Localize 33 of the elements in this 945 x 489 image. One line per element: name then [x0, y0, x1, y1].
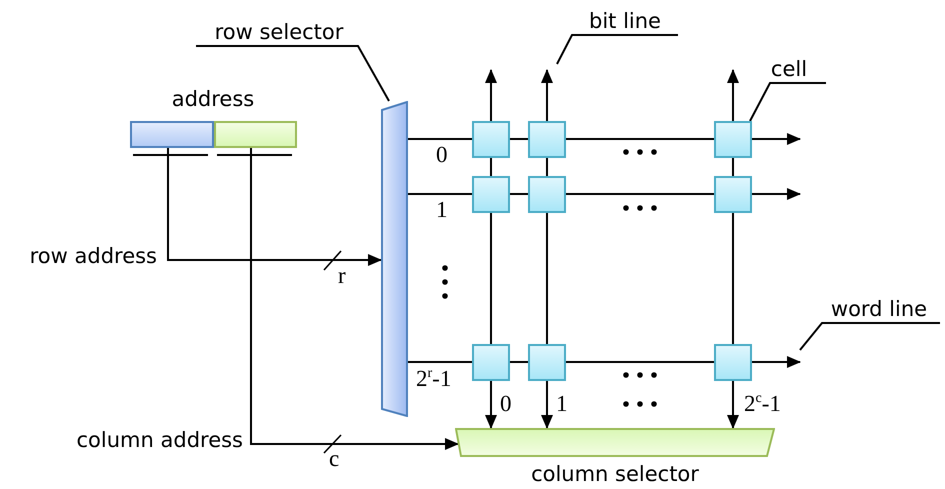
memory-cell [472, 344, 510, 381]
memory-cell [472, 176, 510, 213]
leader-line [196, 45, 390, 102]
memory-cell [528, 344, 566, 381]
callout-label: word line [818, 296, 940, 323]
leader-line [799, 322, 940, 351]
edge-label: column address [76, 427, 243, 454]
callout-label: bit line [572, 8, 678, 35]
arrow [250, 148, 459, 450]
index-label: 0 [500, 392, 512, 415]
selector-label: column selector [530, 461, 700, 488]
arrow [167, 148, 382, 266]
callout-label: row selector [196, 19, 362, 46]
index-label: c [329, 447, 340, 470]
memory-cell [472, 121, 510, 158]
memory-cell [528, 121, 566, 158]
index-label: r [338, 264, 346, 287]
heading-label: address [170, 86, 256, 113]
index-label: 2$^{c}$-1 [744, 392, 781, 415]
memory-cell [714, 121, 752, 158]
memory-cell [528, 176, 566, 213]
index-label: 0 [436, 143, 448, 166]
edge-label: row address [30, 243, 157, 270]
leader-line [749, 82, 826, 122]
index-label: 2$^{r}$-1 [416, 367, 452, 390]
index-label: 1 [436, 198, 448, 221]
memory-cell [714, 176, 752, 213]
index-label: 1 [556, 392, 568, 415]
address-field [130, 121, 214, 148]
callout-label: cell [752, 56, 826, 83]
memory-cell [714, 344, 752, 381]
address-field [214, 121, 297, 148]
leader-line [556, 34, 678, 64]
